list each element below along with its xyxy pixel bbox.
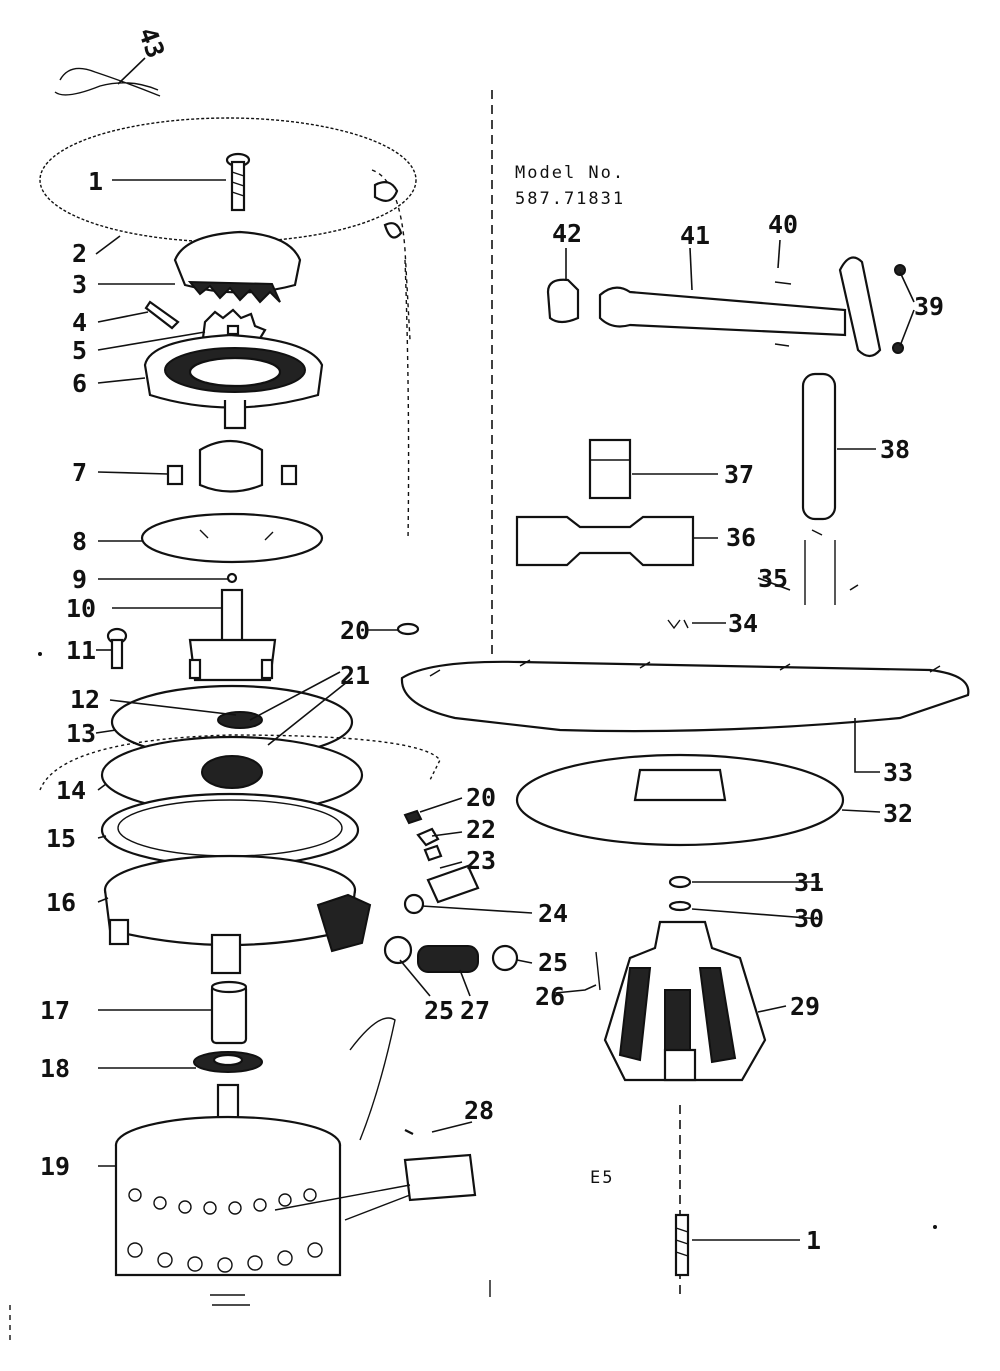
label-36: 36 — [726, 523, 756, 552]
label-28: 28 — [464, 1096, 494, 1125]
part-20-clip — [396, 622, 420, 636]
part-1-bottom-screw — [674, 1213, 690, 1277]
scan-marks — [9, 652, 937, 1345]
label-4: 4 — [72, 308, 87, 337]
label-20-upper: 20 — [340, 616, 370, 645]
part-31-ring — [668, 875, 692, 889]
label-11: 11 — [66, 636, 96, 665]
label-13: 13 — [66, 719, 96, 748]
label-12: 12 — [70, 685, 100, 714]
model-label: Model No. — [515, 163, 625, 183]
part-38-tube — [801, 372, 837, 605]
part-19-motor — [114, 1083, 342, 1306]
label-19: 19 — [40, 1152, 70, 1181]
part-2-ring — [39, 117, 417, 541]
label-9: 9 — [72, 565, 87, 594]
part-24-clamp — [403, 893, 425, 915]
label-10: 10 — [66, 594, 96, 623]
part-22-23-pieces — [403, 809, 480, 904]
part-27-hose — [417, 945, 479, 973]
label-21: 21 — [340, 661, 370, 690]
part-29-pump-base — [603, 920, 767, 1082]
label-27: 27 — [460, 996, 490, 1025]
part-8-disc — [140, 512, 324, 564]
label-16: 16 — [46, 888, 76, 917]
label-40: 40 — [768, 210, 798, 239]
model-number: 587.71831 — [515, 189, 625, 209]
part-28-terminal — [274, 1017, 477, 1221]
part-14-screen — [39, 734, 441, 815]
label-24: 24 — [538, 899, 568, 928]
label-38: 38 — [880, 435, 910, 464]
label-20-lower: 20 — [466, 783, 496, 812]
label-17: 17 — [40, 996, 70, 1025]
label-25-right: 25 — [538, 948, 568, 977]
part-7-hub — [166, 440, 298, 493]
part-34-nut — [667, 619, 689, 630]
label-33: 33 — [883, 758, 913, 787]
label-43: 43 — [133, 24, 171, 62]
part-26-spring — [595, 951, 601, 991]
part-labels: 1 2 3 4 5 6 7 8 9 10 11 12 13 14 15 16 1… — [40, 24, 944, 1255]
label-14: 14 — [56, 776, 86, 805]
label-6: 6 — [72, 369, 87, 398]
label-22: 22 — [466, 815, 496, 844]
part-16-pump-housing — [103, 854, 372, 975]
label-26: 26 — [535, 982, 565, 1011]
label-42: 42 — [552, 219, 582, 248]
label-1: 1 — [88, 167, 103, 196]
part-33-spray-arm — [400, 659, 970, 733]
label-41: 41 — [680, 221, 710, 250]
label-18: 18 — [40, 1054, 70, 1083]
part-4-pin — [144, 300, 180, 330]
part-30-ring — [668, 900, 692, 912]
part-42-cap — [546, 278, 580, 324]
label-31: 31 — [794, 868, 824, 897]
label-34: 34 — [728, 609, 758, 638]
part-11-bolt — [106, 627, 128, 670]
part-3-cap — [173, 230, 302, 304]
label-1-bottom: 1 — [806, 1226, 821, 1255]
part-10-impeller — [188, 572, 277, 682]
label-39: 39 — [914, 292, 944, 321]
label-23: 23 — [466, 846, 496, 875]
label-8: 8 — [72, 527, 87, 556]
part-6-housing — [143, 333, 324, 430]
label-25-left: 25 — [424, 996, 454, 1025]
part-37-sleeve — [588, 438, 632, 500]
label-7: 7 — [72, 458, 87, 487]
part-43-clip — [54, 57, 161, 97]
label-29: 29 — [790, 992, 820, 1021]
part-41-upper-arm — [598, 256, 906, 358]
label-5: 5 — [72, 336, 87, 365]
part-17-coupling — [210, 980, 248, 1045]
part-32-disc — [515, 753, 845, 847]
leader-lines — [95, 179, 915, 1241]
part-36-bracket — [515, 515, 695, 567]
label-35: 35 — [758, 564, 788, 593]
label-15: 15 — [46, 824, 76, 853]
label-2: 2 — [72, 239, 87, 268]
section-code: E5 — [590, 1168, 614, 1188]
part-1-screw — [225, 152, 251, 212]
label-30: 30 — [794, 904, 824, 933]
label-37: 37 — [724, 460, 754, 489]
part-18-seal — [193, 1051, 263, 1073]
label-3: 3 — [72, 270, 87, 299]
label-32: 32 — [883, 799, 913, 828]
part-25-clamps — [383, 935, 519, 972]
